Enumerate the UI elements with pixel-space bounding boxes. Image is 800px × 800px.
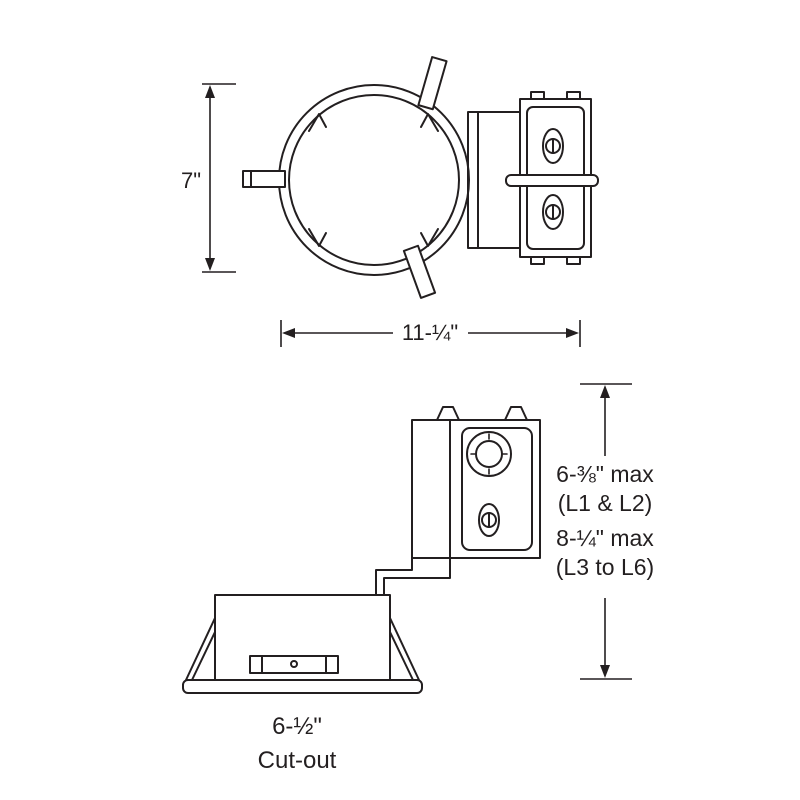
housing-height-label: 6-⅜" max (L1 & L2) 8-¼" max (L3 to L6)	[556, 461, 655, 580]
mounting-tabs	[242, 56, 448, 299]
can-body	[214, 594, 391, 681]
junction-box-side-outline	[411, 419, 541, 559]
spring-clip-upper-right	[420, 113, 439, 132]
arrowhead-left	[282, 328, 295, 338]
mounting-tab-left	[242, 170, 286, 188]
adjuster-screw	[290, 660, 298, 668]
top-view-drawing	[242, 56, 599, 299]
dim-height-7: 7"	[181, 83, 236, 273]
width-dim-label: 11-¼"	[402, 320, 458, 345]
bracket-right-inner	[389, 631, 414, 681]
ring-inner-circle	[288, 94, 460, 266]
arrowhead-right	[566, 328, 579, 338]
trim-flange	[182, 679, 423, 694]
box-tab-bottom-right	[566, 256, 581, 265]
ring-outer-circle	[278, 84, 470, 276]
arrowhead-up	[600, 385, 610, 398]
height-dim-label: 7"	[181, 168, 201, 193]
knockout-ticks	[470, 433, 508, 475]
box-tab-top-right	[566, 91, 581, 100]
spring-clip-lower-left	[308, 228, 327, 247]
screw-slot-upper	[542, 128, 564, 164]
housing-ring	[278, 84, 470, 276]
knockout-outer	[466, 431, 512, 477]
junction-box-side-cover	[461, 427, 533, 551]
height-label-line-4: (L3 to L6)	[556, 554, 654, 580]
cutout-label: 6-½" Cut-out	[258, 713, 337, 774]
height-label-line-2: (L1 & L2)	[558, 490, 653, 516]
mounting-tab-top	[417, 56, 448, 111]
side-view-drawing	[182, 406, 541, 694]
spring-clip-lower-right	[420, 228, 439, 247]
bracket-right-outer	[389, 617, 420, 681]
step-bracket-outer	[375, 557, 413, 596]
box-tab-top-left	[530, 91, 545, 100]
adjuster-slide	[249, 655, 339, 674]
box-top-tab-right	[504, 406, 528, 421]
can-housing	[182, 594, 423, 694]
height-label-line-1: 6-⅜" max	[556, 461, 654, 487]
spring-clip-upper-left	[308, 113, 327, 132]
screw-slot-side	[478, 503, 500, 537]
box-tab-bottom-left	[530, 256, 545, 265]
box-top-tab-left	[436, 406, 460, 421]
dim-width-11-quarter: 11-¼"	[280, 320, 581, 347]
cutout-label-line-2: Cut-out	[258, 747, 337, 774]
hanger-bar	[505, 174, 599, 187]
arrowhead-down	[600, 665, 610, 678]
step-bracket-inner	[383, 557, 451, 596]
arrowhead-up	[205, 85, 215, 98]
height-label-line-3: 8-¼" max	[556, 525, 654, 551]
knockout-inner	[475, 440, 503, 468]
dim-housing-height: 6-⅜" max (L1 & L2) 8-¼" max (L3 to L6)	[556, 383, 655, 680]
arrowhead-down	[205, 258, 215, 271]
step-bracket	[375, 557, 451, 596]
mounting-tab-bottom	[402, 244, 437, 299]
junction-box-side	[411, 406, 541, 559]
screw-slot-lower	[542, 194, 564, 230]
bracket-left-outer	[185, 617, 216, 681]
cutout-label-line-1: 6-½"	[272, 713, 322, 740]
bracket-left-inner	[191, 631, 216, 681]
